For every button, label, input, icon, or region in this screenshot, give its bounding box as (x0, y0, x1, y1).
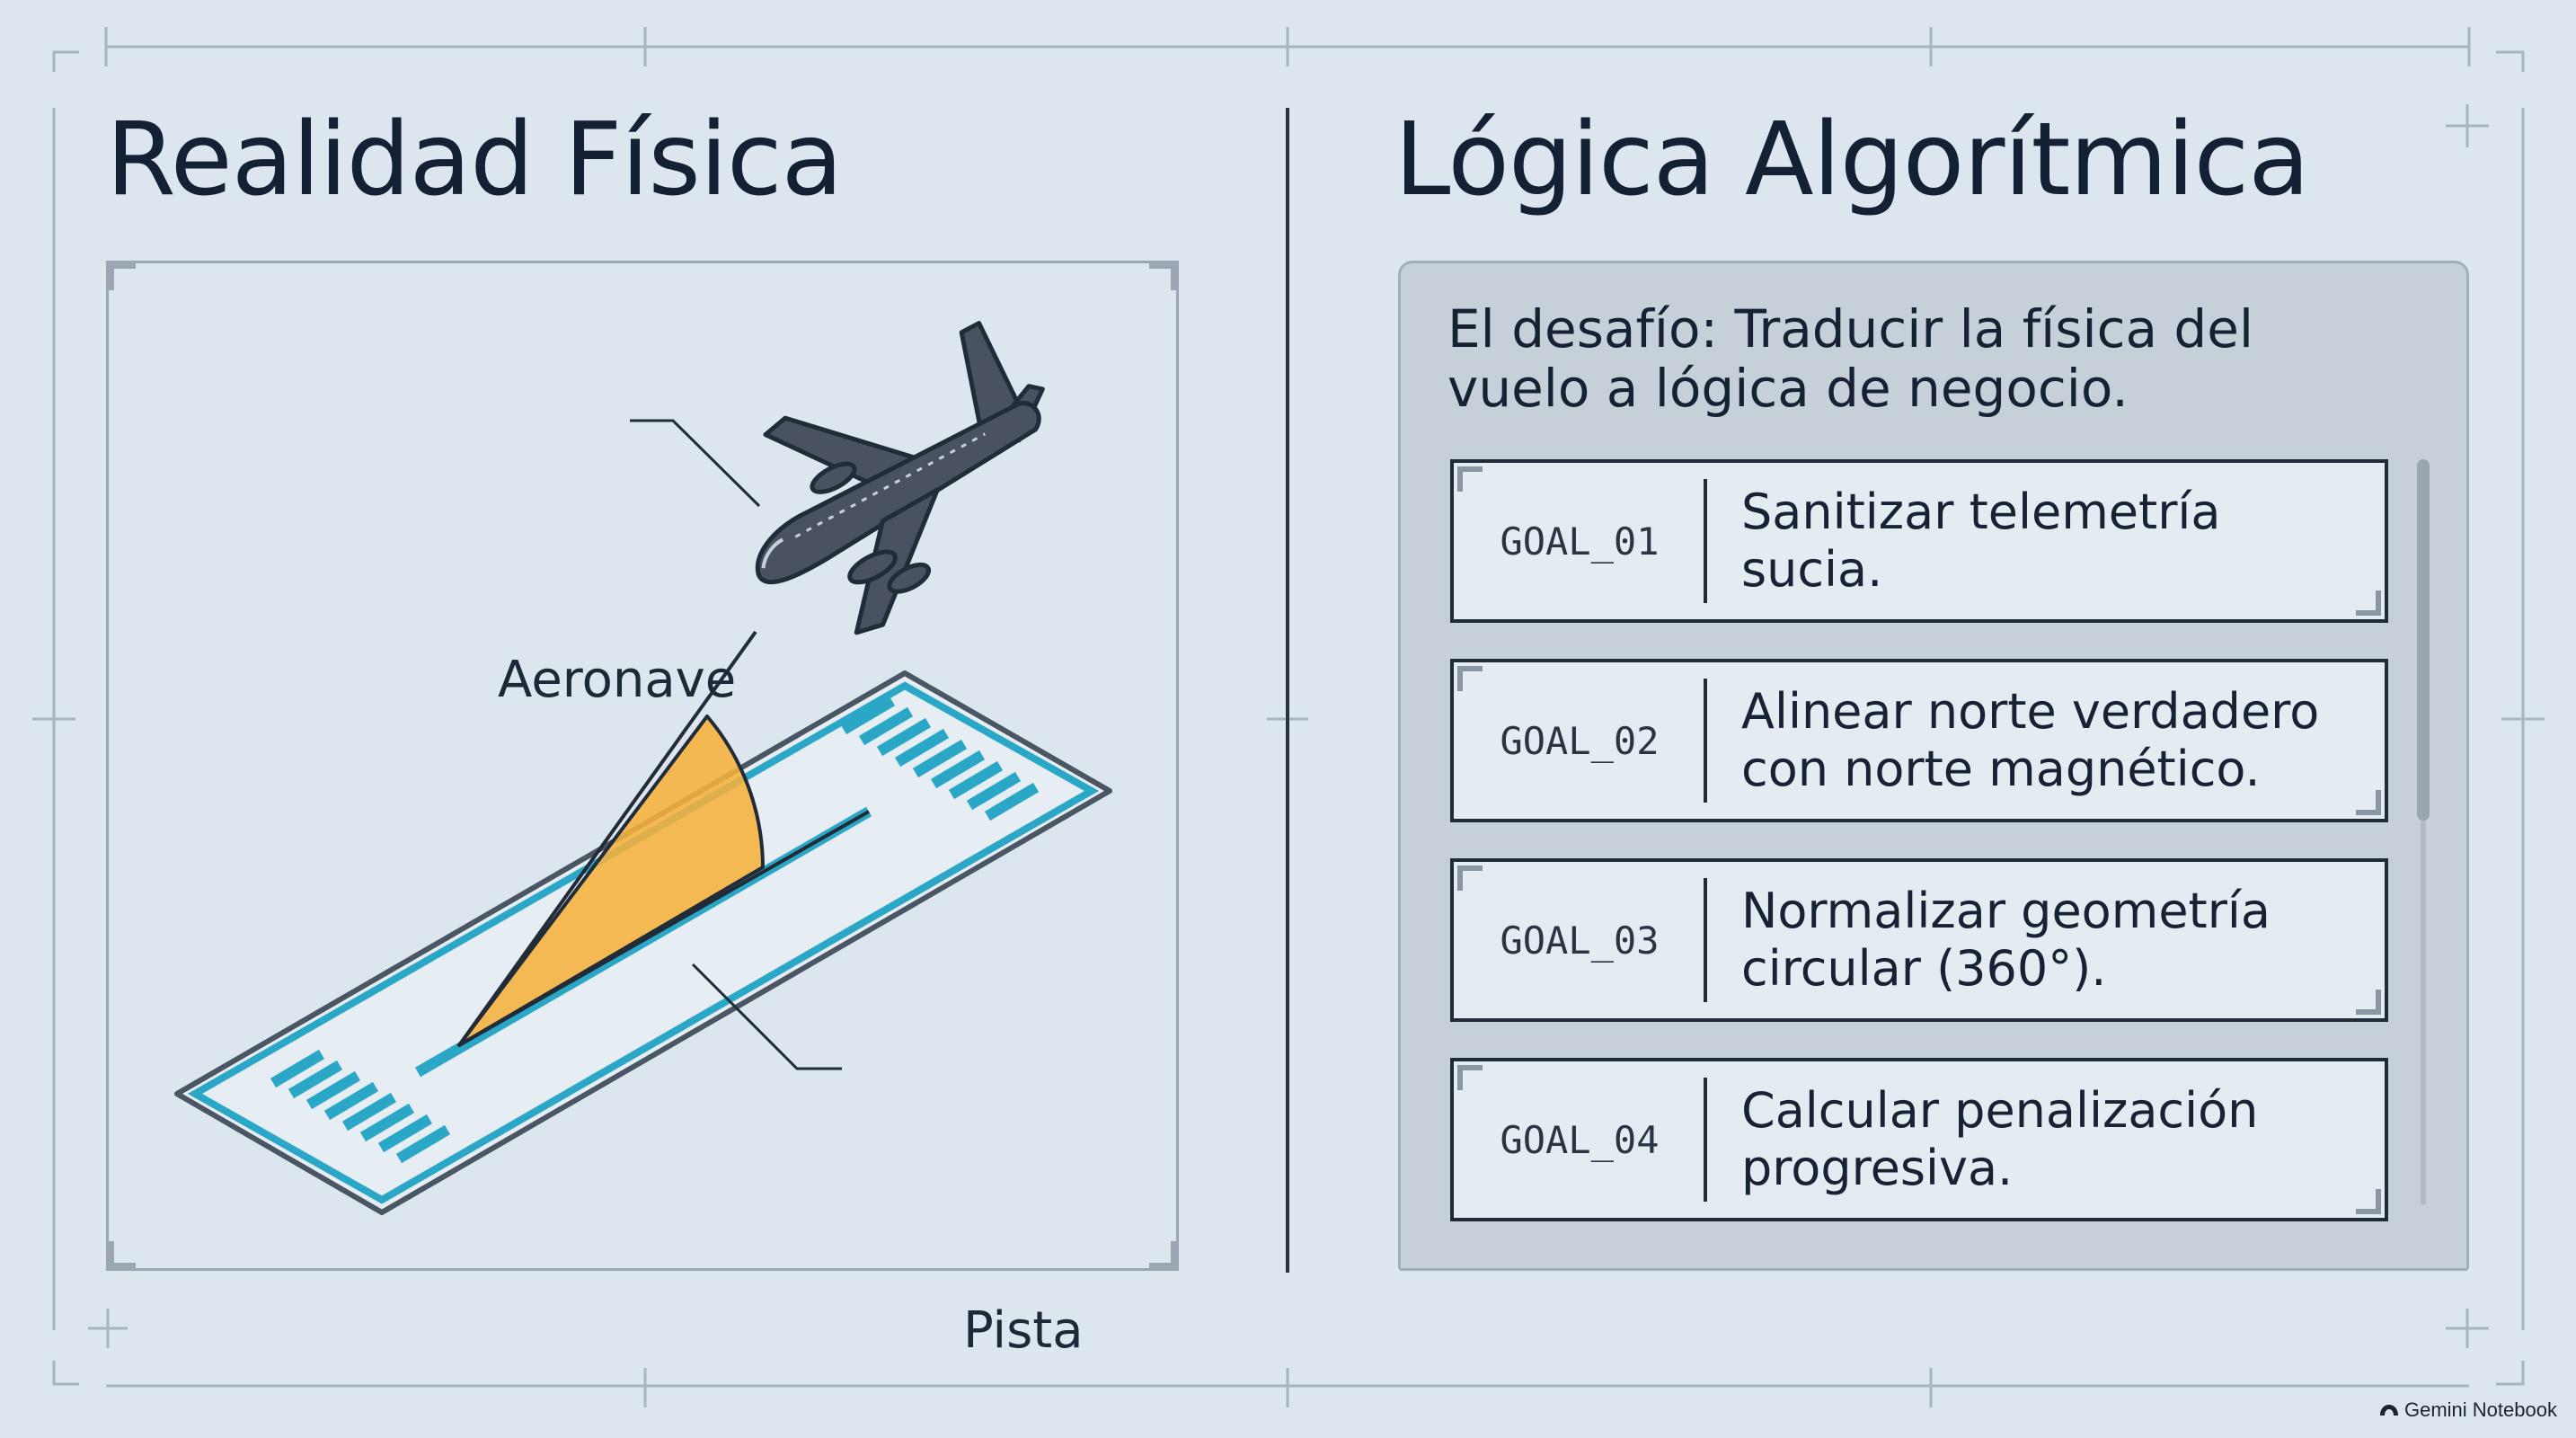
runway-threshold-far (840, 696, 1040, 821)
card-corner-mark (1457, 466, 1483, 492)
goal-separator (1704, 479, 1707, 603)
runway-edge-line (187, 681, 1100, 1204)
goal-text: Calcular penalización progresiva. (1741, 1082, 2259, 1196)
aircraft-fuselage (755, 401, 1041, 585)
card-corner-mark (2356, 1189, 2381, 1214)
goal-separator (1704, 878, 1707, 1002)
goal-code: GOAL_03 (1500, 918, 1660, 963)
challenge-statement: El desafío: Traducir la física del vuelo… (1447, 298, 2254, 419)
aircraft-engine-near-2 (887, 562, 932, 594)
card-corner-mark (2356, 990, 2381, 1015)
watermark-label: Gemini Notebook (2404, 1398, 2557, 1421)
aircraft-windows (794, 432, 986, 538)
goals-scrollbar-track[interactable] (2421, 459, 2426, 1205)
goal-card: GOAL_03 Normalizar geometría circular (3… (1450, 858, 2388, 1022)
aircraft-cockpit (761, 537, 784, 569)
approach-angle-wedge (457, 715, 765, 1047)
aircraft-engine-far (810, 461, 857, 494)
goal-text: Alinear norte verdadero con norte magnét… (1741, 683, 2320, 797)
left-title: Realidad Física (106, 102, 843, 218)
runway-leader-line (691, 963, 842, 1070)
goal-separator (1704, 679, 1707, 803)
centerline-overlay (458, 810, 870, 1047)
goal-code: GOAL_01 (1500, 519, 1660, 564)
algorithmic-logic-panel: El desafío: Traducir la física del vuelo… (1398, 261, 2469, 1271)
aircraft-engine-near (847, 549, 898, 585)
goal-card: GOAL_02 Alinear norte verdadero con nort… (1450, 659, 2388, 822)
right-title: Lógica Algorítmica (1394, 102, 2310, 218)
aircraft-leader-line (630, 419, 761, 508)
watermark: Gemini Notebook (2379, 1398, 2557, 1422)
goal-code: GOAL_02 (1500, 718, 1660, 763)
runway-threshold-near (270, 1049, 451, 1164)
goal-card: GOAL_04 Calcular penalización progresiva… (1450, 1058, 2388, 1221)
goal-code: GOAL_04 (1500, 1117, 1660, 1162)
panel-corner-brackets (109, 263, 1176, 1268)
goal-text: Normalizar geometría circular (360°). (1741, 883, 2271, 997)
card-corner-mark (1457, 865, 1483, 891)
goal-card: GOAL_01 Sanitizar telemetría sucia. (1450, 459, 2388, 623)
card-corner-mark (2356, 790, 2381, 815)
goals-scrollbar-thumb[interactable] (2417, 459, 2430, 821)
aircraft-runway-illustration (109, 263, 1176, 1268)
runway-label: Pista (963, 1301, 1084, 1360)
card-corner-mark (1457, 1065, 1483, 1090)
notebook-logo-icon (2380, 1405, 2398, 1416)
column-divider (1286, 108, 1289, 1273)
goal-text: Sanitizar telemetría sucia. (1741, 484, 2221, 598)
card-corner-mark (1457, 666, 1483, 691)
goal-separator (1704, 1078, 1707, 1202)
physical-reality-panel: Aeronave Pista (106, 261, 1179, 1356)
aircraft-label: Aeronave (498, 651, 737, 709)
sightline (457, 630, 757, 1047)
aircraft-icon (755, 321, 1045, 635)
runway (174, 321, 1112, 1215)
card-corner-mark (2356, 590, 2381, 616)
